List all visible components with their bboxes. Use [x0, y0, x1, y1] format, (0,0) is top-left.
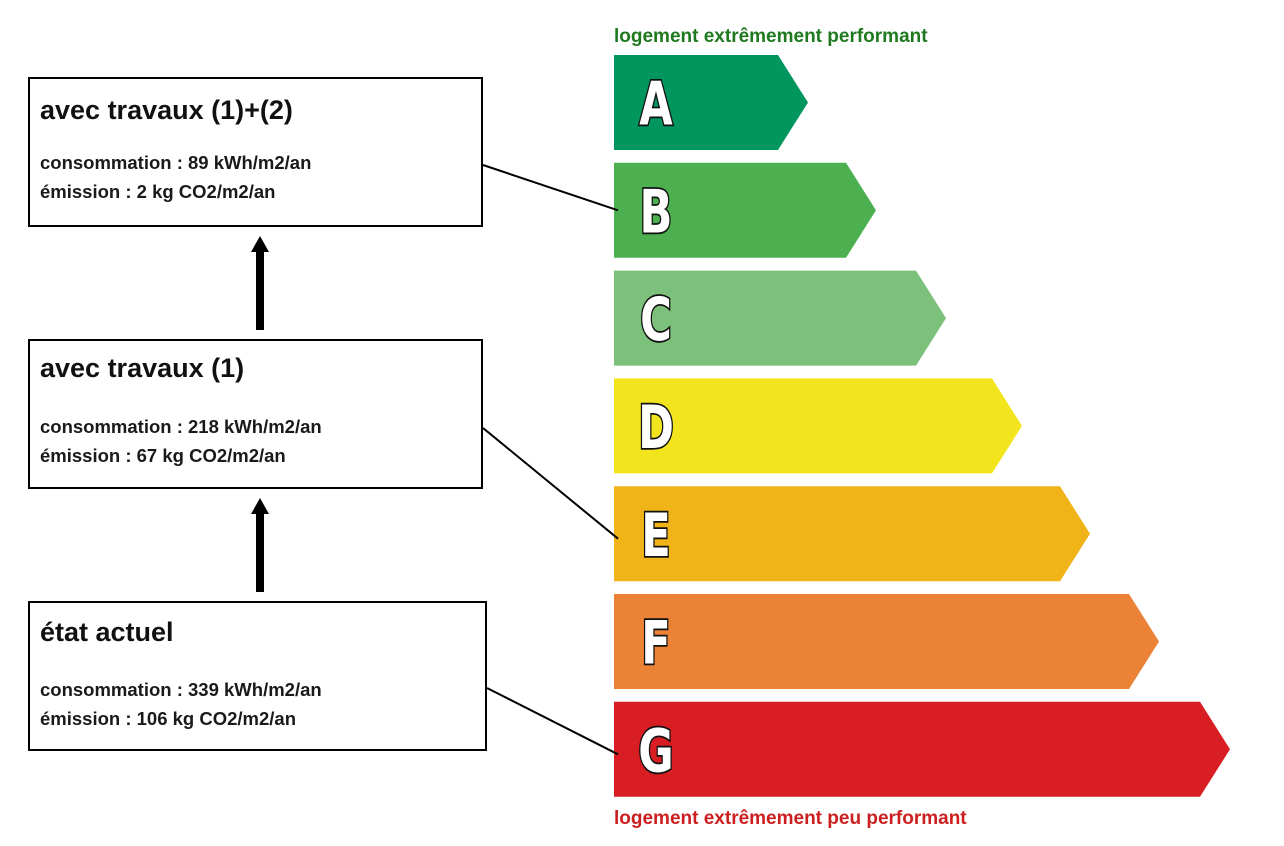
energy-class-bar	[614, 270, 946, 366]
arrow-head	[251, 498, 269, 514]
worst-performance-label: logement extrêmement peu performant	[614, 808, 967, 829]
energy-class-letter: A	[639, 69, 673, 139]
connector-to-class-e	[482, 427, 619, 540]
scenario-emission: émission : 106 kg CO2/m2/an	[40, 708, 297, 729]
energy-class-c: C	[614, 270, 946, 366]
scenario-title: avec travaux (1)	[40, 353, 245, 383]
connector-to-class-g	[486, 687, 619, 756]
scenario-box-works-1: avec travaux (1) consommation : 218 kWh/…	[28, 339, 483, 489]
scenario-box-works-1-2: avec travaux (1)+(2) consommation : 89 k…	[28, 77, 483, 227]
energy-class-b: B	[614, 162, 876, 258]
energy-class-e: E	[614, 486, 1090, 582]
energy-class-bar	[614, 486, 1090, 582]
energy-class-letter: D	[638, 393, 674, 463]
connector-to-class-b	[482, 164, 619, 212]
energy-class-letter: F	[641, 608, 671, 678]
energy-class-bar	[614, 594, 1159, 689]
arrow-head	[251, 236, 269, 252]
energy-class-bar	[614, 162, 876, 258]
energy-class-d: D	[614, 378, 1022, 474]
class-connectors	[482, 164, 619, 756]
energy-class-bar	[614, 378, 1022, 474]
energy-class-g: G	[614, 701, 1230, 797]
scenario-emission: émission : 67 kg CO2/m2/an	[40, 445, 286, 466]
best-performance-label: logement extrêmement performant	[614, 26, 928, 47]
scenario-title: état actuel	[40, 617, 174, 647]
up-arrow-1	[251, 236, 269, 330]
scenario-title: avec travaux (1)+(2)	[40, 95, 293, 125]
energy-class-f: F	[614, 594, 1159, 689]
up-arrow-2	[251, 498, 269, 592]
scenario-consumption: consommation : 339 kWh/m2/an	[40, 679, 322, 700]
energy-class-bar	[614, 701, 1230, 797]
progress-arrows	[251, 236, 269, 592]
energy-class-letter: B	[640, 177, 673, 247]
energy-class-letter: C	[640, 285, 672, 355]
energy-class-bar	[614, 55, 808, 150]
scenario-consumption: consommation : 218 kWh/m2/an	[40, 416, 322, 437]
scenario-box-current-state: état actuel consommation : 339 kWh/m2/an…	[28, 601, 487, 751]
energy-class-a: A	[614, 55, 808, 150]
energy-class-letter: G	[638, 716, 673, 786]
energy-class-letter: E	[641, 501, 671, 571]
scenario-consumption: consommation : 89 kWh/m2/an	[40, 152, 312, 173]
scenario-emission: émission : 2 kg CO2/m2/an	[40, 181, 276, 202]
